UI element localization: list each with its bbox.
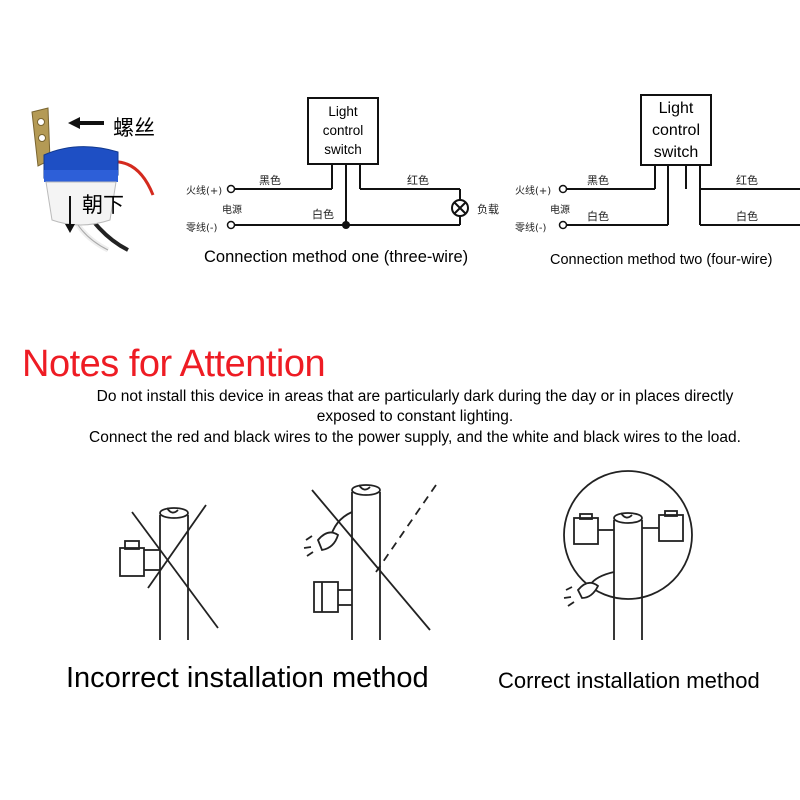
- note-line-1: Do not install this device in areas that…: [96, 388, 734, 405]
- white-wire-label-two-right: 白色: [736, 210, 758, 223]
- product-photo: [18, 100, 178, 260]
- power-label-two: 电源: [550, 205, 570, 216]
- arrow-left-icon: [66, 115, 106, 135]
- arrow-down-icon: [64, 194, 76, 238]
- correct-pole: [563, 470, 693, 640]
- black-wire-label-two: 黑色: [587, 174, 609, 187]
- red-wire-label-two: 红色: [736, 174, 758, 187]
- black-wire-label-one: 黑色: [259, 174, 281, 187]
- switch-label-one: Light control switch: [322, 104, 364, 157]
- live-label-two: 火线(+): [515, 186, 552, 197]
- photocell-device-illustration: [31, 107, 155, 253]
- notes-heading: Notes for Attention: [22, 343, 326, 385]
- red-wire-label-one: 红色: [407, 174, 429, 187]
- load-label: 负载: [477, 203, 499, 216]
- switch-label-two: Light control switch: [651, 100, 701, 161]
- power-label-one: 电源: [222, 205, 242, 216]
- neutral-label-two: 零线(-): [515, 223, 547, 234]
- face-down-label: 朝下: [82, 193, 124, 217]
- white-wire-label-one: 白色: [312, 208, 334, 221]
- neutral-label-one: 零线(-): [186, 223, 218, 234]
- lamp-load-icon: [451, 199, 469, 217]
- note-line-3: Connect the red and black wires to the p…: [89, 429, 741, 446]
- incorrect-pole-one: [119, 504, 219, 640]
- white-wire-label-two: 白色: [587, 210, 609, 223]
- caption-method-two: Connection method two (four-wire): [550, 252, 773, 268]
- incorrect-installation-caption: Incorrect installation method: [66, 662, 429, 694]
- correct-installation-caption: Correct installation method: [498, 668, 760, 693]
- caption-method-one: Connection method one (three-wire): [204, 248, 469, 266]
- note-line-2: exposed to constant lighting.: [316, 408, 514, 425]
- incorrect-pole-two: [303, 484, 437, 640]
- screw-label: 螺丝: [113, 116, 155, 140]
- live-label-one: 火线(+): [186, 186, 223, 197]
